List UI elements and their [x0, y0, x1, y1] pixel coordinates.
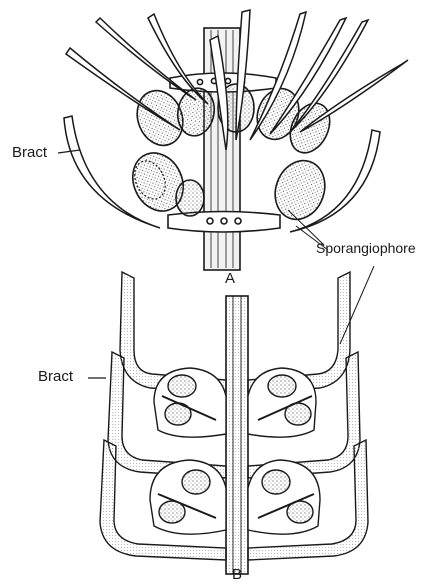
panel-a-label: A	[225, 270, 235, 287]
panel-b-label: B	[232, 566, 242, 583]
bract-label-a: Bract	[12, 144, 47, 161]
panel-b-drawing	[88, 266, 374, 574]
sporangiophore-label: Sporangiophore	[316, 240, 416, 256]
bract-label-b: Bract	[38, 368, 73, 385]
panel-a-drawing	[58, 10, 408, 270]
